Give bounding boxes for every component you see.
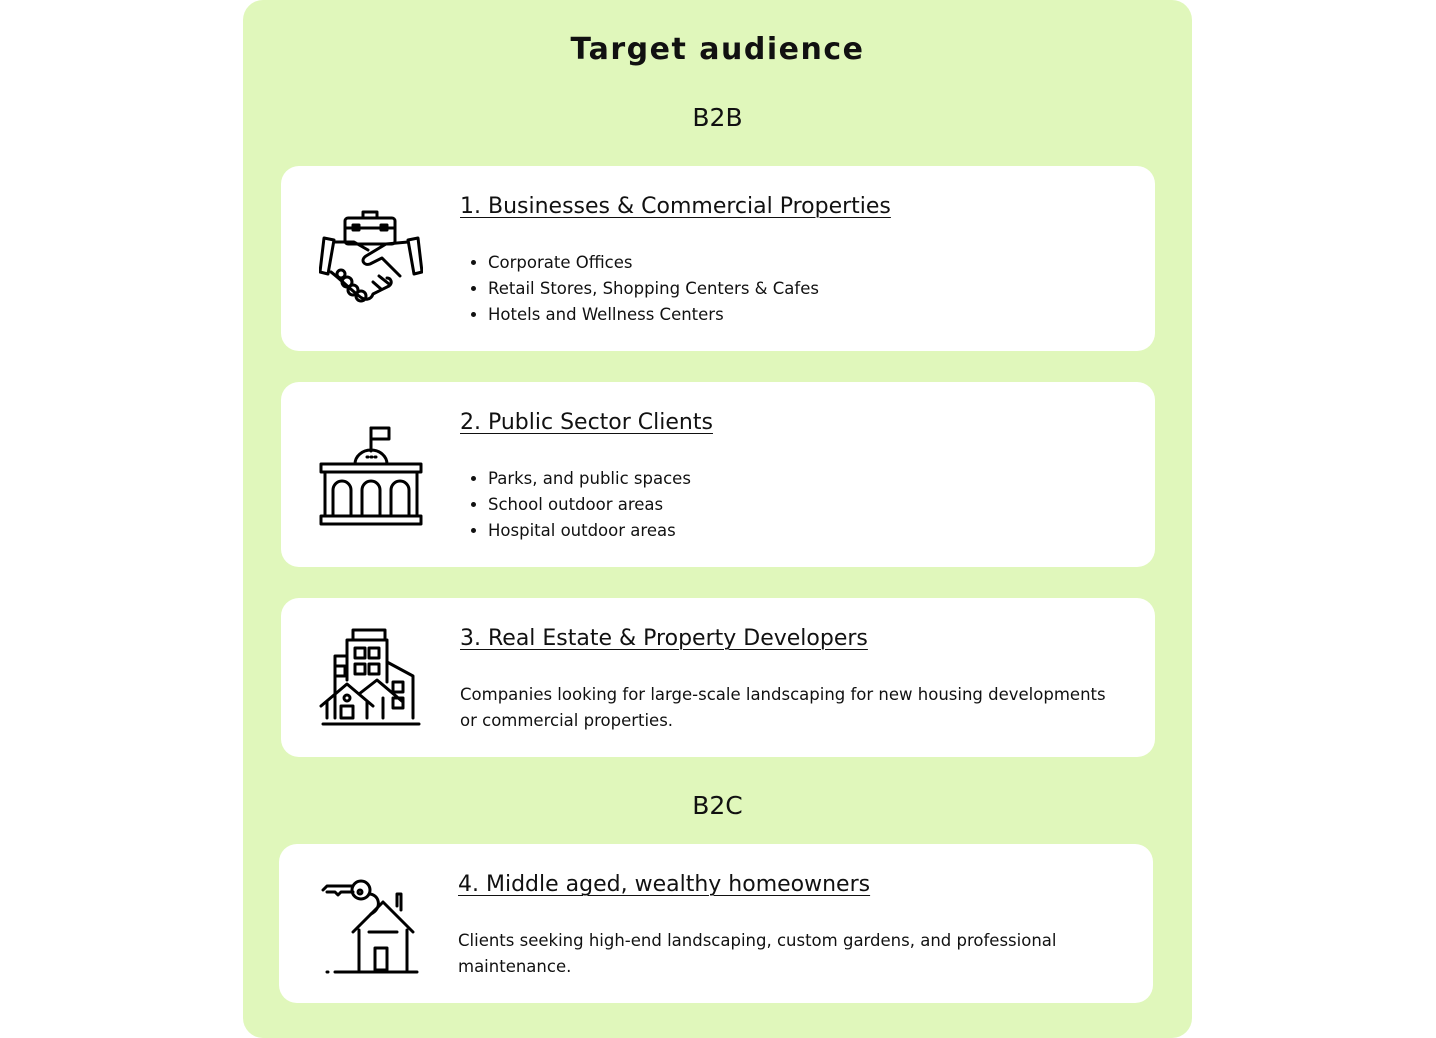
list-item: Retail Stores, Shopping Centers & Cafes bbox=[488, 276, 819, 302]
card-public-sector: 2. Public Sector Clients Parks, and publ… bbox=[281, 382, 1155, 567]
section-b2c-heading: B2C bbox=[692, 791, 743, 820]
handshake-briefcase-icon bbox=[318, 206, 424, 310]
buildings-houses-icon bbox=[319, 626, 423, 730]
list-item: School outdoor areas bbox=[488, 492, 691, 518]
list-item: Hotels and Wellness Centers bbox=[488, 302, 819, 328]
section-b2b-heading: B2B bbox=[692, 103, 743, 132]
page-title: Target audience bbox=[570, 32, 865, 67]
list-item: Parks, and public spaces bbox=[488, 466, 691, 492]
card-heading: 2. Public Sector Clients bbox=[460, 410, 713, 435]
list-item: Corporate Offices bbox=[488, 250, 819, 276]
card-heading: 4. Middle aged, wealthy homeowners bbox=[458, 872, 871, 897]
bullet-list: Parks, and public spaces School outdoor … bbox=[470, 466, 691, 544]
bullet-list: Corporate Offices Retail Stores, Shoppin… bbox=[470, 250, 819, 328]
card-homeowners: 4. Middle aged, wealthy homeowners Clien… bbox=[279, 844, 1153, 1003]
target-audience-panel: Target audience B2B 1. Businesses & Comm… bbox=[243, 0, 1192, 1038]
card-description: Clients seeking high-end landscaping, cu… bbox=[458, 931, 1057, 976]
government-building-icon bbox=[319, 422, 423, 526]
card-real-estate: 3. Real Estate & Property Developers Com… bbox=[281, 598, 1155, 757]
card-heading: 1. Businesses & Commercial Properties bbox=[460, 194, 891, 219]
house-key-icon bbox=[317, 874, 421, 978]
card-description: Companies looking for large-scale landsc… bbox=[460, 685, 1106, 730]
card-heading: 3. Real Estate & Property Developers bbox=[460, 626, 868, 651]
list-item: Hospital outdoor areas bbox=[488, 518, 691, 544]
card-businesses: 1. Businesses & Commercial Properties Co… bbox=[281, 166, 1155, 351]
